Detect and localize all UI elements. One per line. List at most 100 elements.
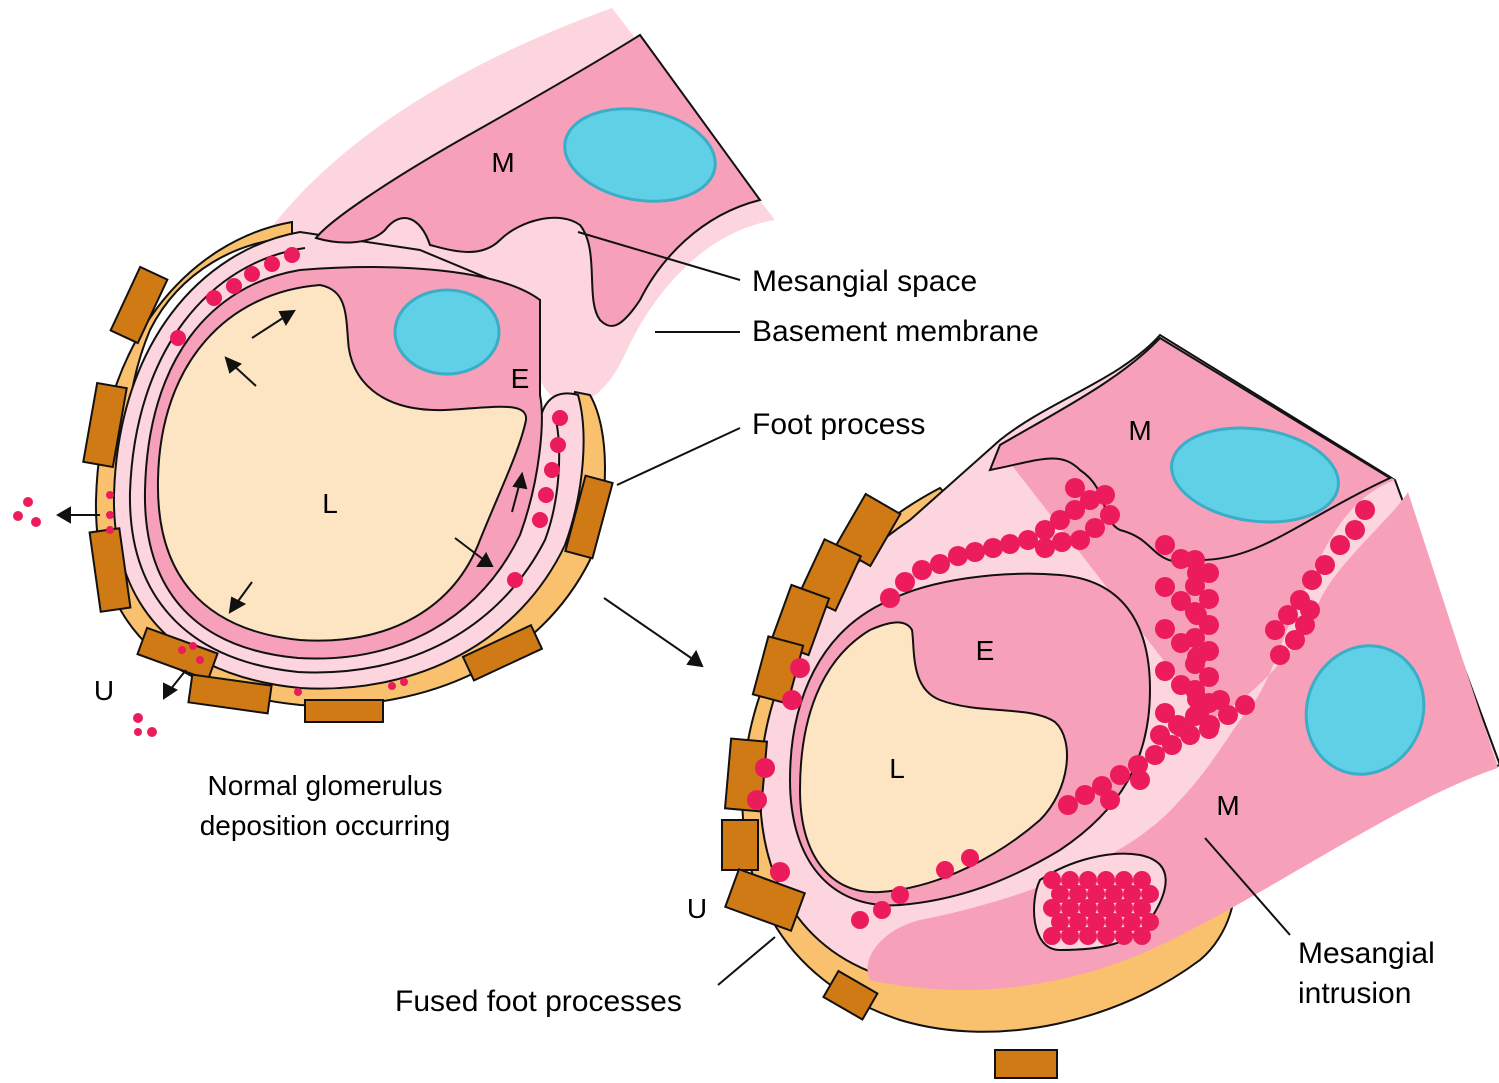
deposit — [1095, 485, 1115, 505]
deposit — [244, 266, 260, 282]
deposit — [1100, 790, 1120, 810]
deposit — [550, 437, 566, 453]
deposit — [1110, 765, 1130, 785]
deposit — [133, 713, 143, 723]
deposit — [294, 688, 302, 696]
deposit — [873, 901, 891, 919]
deposit — [880, 588, 900, 608]
deposit — [770, 862, 790, 882]
deposit — [106, 526, 114, 534]
deposit — [1145, 745, 1165, 765]
left-label-u: U — [94, 675, 114, 706]
deposit — [106, 491, 114, 499]
deposit — [1061, 927, 1079, 945]
leader-foot-process — [617, 428, 740, 485]
deposit — [1345, 520, 1365, 540]
deposit — [948, 546, 968, 566]
leader-fused-foot-processes — [718, 937, 775, 985]
deposit — [1018, 530, 1038, 550]
deposit — [1171, 633, 1191, 653]
foot-process — [305, 700, 383, 722]
left-endothelial-nucleus — [395, 290, 499, 374]
label-basement-membrane: Basement membrane — [752, 315, 1039, 348]
right-label-l: L — [889, 753, 905, 784]
deposit — [1285, 630, 1305, 650]
deposit — [1168, 715, 1188, 735]
deposit — [1035, 538, 1055, 558]
deposit — [147, 727, 157, 737]
deposit — [790, 658, 810, 678]
deposit — [31, 517, 41, 527]
deposit — [983, 538, 1003, 558]
deposit — [170, 330, 186, 346]
deposit — [388, 682, 396, 690]
right-label-e: E — [976, 635, 995, 666]
deposit — [1155, 535, 1175, 555]
left-label-l: L — [322, 488, 338, 519]
deposit — [23, 497, 33, 507]
deposit — [544, 462, 560, 478]
deposit — [930, 554, 950, 574]
deposit — [189, 642, 197, 650]
right-label-m-bottom: M — [1216, 790, 1239, 821]
left-caption-line2: deposition occurring — [200, 810, 451, 841]
foot-process — [722, 820, 758, 870]
deposit — [1000, 534, 1020, 554]
deposit — [961, 849, 979, 867]
deposit — [1043, 927, 1061, 945]
label-mesangial-intrusion-line2: intrusion — [1298, 977, 1411, 1010]
deposit — [1100, 505, 1120, 525]
deposit — [1210, 690, 1230, 710]
deposit — [206, 290, 222, 306]
deposit — [1079, 927, 1097, 945]
deposit — [134, 728, 142, 736]
foot-process — [995, 1050, 1057, 1078]
label-mesangial-space: Mesangial space — [752, 265, 977, 298]
deposit — [1171, 549, 1191, 569]
left-caption-line1: Normal glomerulus — [208, 770, 443, 801]
deposit — [196, 656, 204, 664]
deposit — [747, 790, 767, 810]
deposit — [895, 572, 915, 592]
left-normal-glomerulus: M E L U Normal glomerulus deposition occ… — [13, 8, 775, 841]
left-label-e: E — [511, 363, 530, 394]
deposit — [1150, 725, 1170, 745]
deposit — [965, 542, 985, 562]
right-label-m-top: M — [1128, 415, 1151, 446]
deposit — [13, 511, 23, 521]
deposit — [284, 247, 300, 263]
left-label-m: M — [491, 147, 514, 178]
deposit — [1265, 620, 1285, 640]
deposit — [1300, 600, 1320, 620]
deposit — [552, 410, 568, 426]
deposit — [400, 678, 408, 686]
transition-arrow — [604, 598, 702, 666]
deposit — [106, 511, 114, 519]
deposit — [1130, 770, 1150, 790]
deposit — [1155, 619, 1175, 639]
deposit — [912, 560, 932, 580]
deposit — [532, 512, 548, 528]
deposit — [1133, 927, 1151, 945]
deposit — [1302, 570, 1322, 590]
label-mesangial-intrusion-line1: Mesangial — [1298, 937, 1435, 970]
deposit — [507, 572, 523, 588]
deposit — [1270, 645, 1290, 665]
deposit — [178, 646, 186, 654]
deposit — [1355, 500, 1375, 520]
deposit — [782, 690, 802, 710]
deposit — [1155, 577, 1175, 597]
deposit — [1115, 927, 1133, 945]
deposit — [1155, 661, 1175, 681]
deposit — [1058, 795, 1078, 815]
label-foot-process: Foot process — [752, 408, 925, 441]
deposit — [755, 758, 775, 778]
deposit — [891, 886, 909, 904]
deposit — [226, 278, 242, 294]
deposit — [1190, 700, 1210, 720]
deposit — [1330, 535, 1350, 555]
deposit — [538, 487, 554, 503]
deposit — [264, 256, 280, 272]
right-label-u: U — [687, 893, 707, 924]
